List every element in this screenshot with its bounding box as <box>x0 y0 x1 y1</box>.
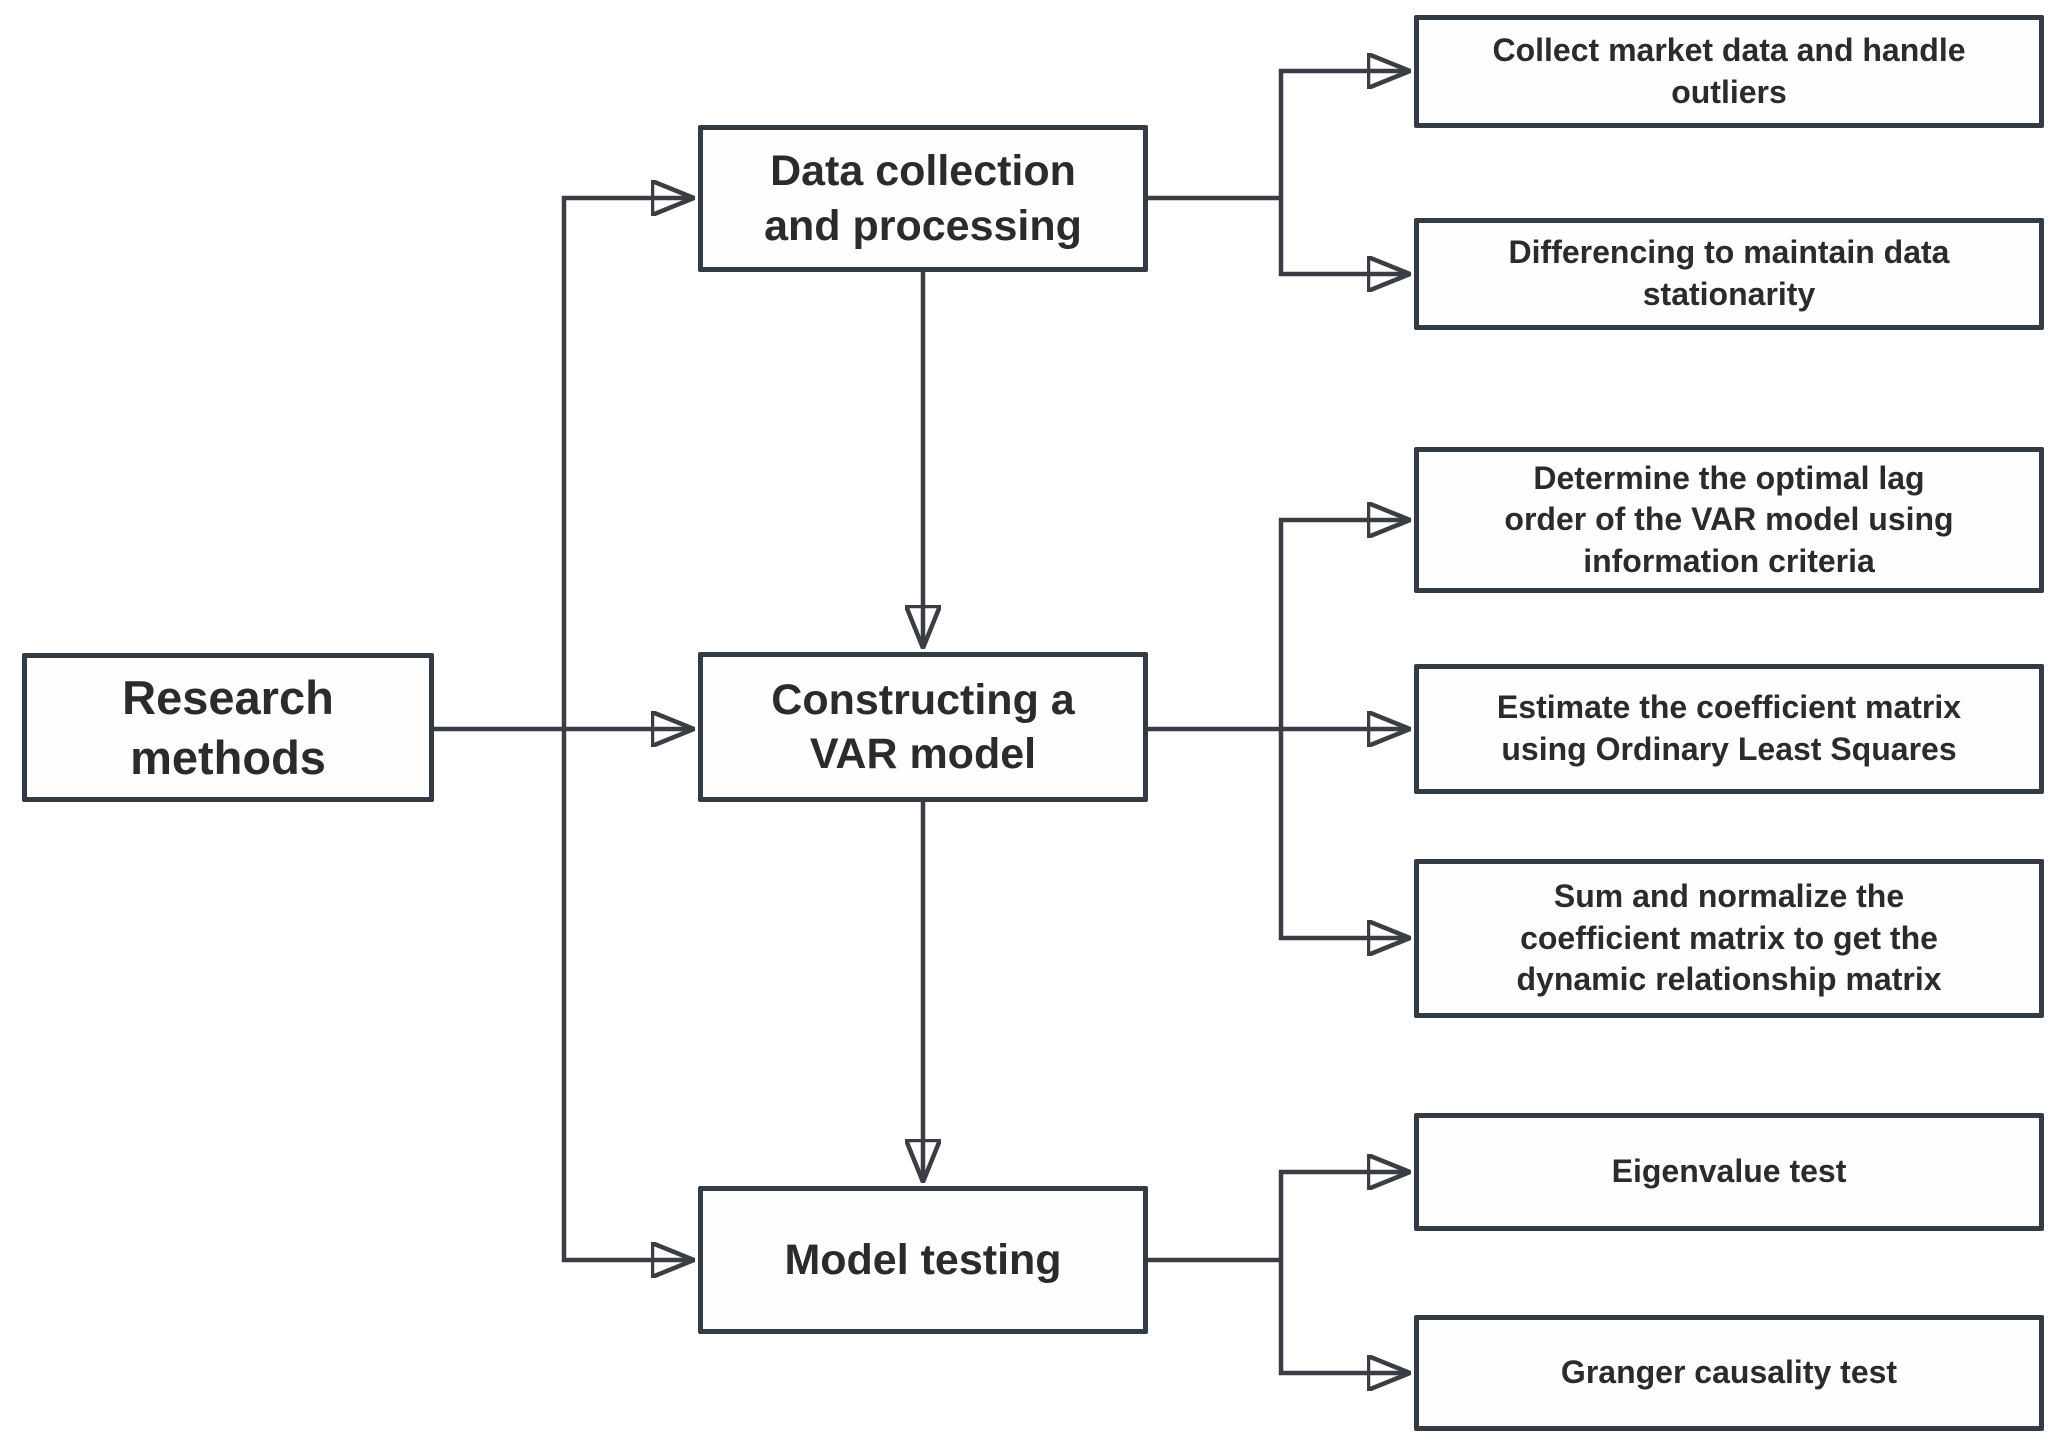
edge-to-collect-market-data <box>1278 71 1408 198</box>
node-estimate-coefficient-matrix: Estimate the coefficient matrix using Or… <box>1414 664 2044 794</box>
node-differencing-stationarity: Differencing to maintain data stationari… <box>1414 218 2044 330</box>
edge-to-eigenvalue-test <box>1278 1172 1408 1260</box>
node-eigenvalue-test: Eigenvalue test <box>1414 1113 2044 1231</box>
node-granger-causality-test: Granger causality test <box>1414 1315 2044 1431</box>
edge-to-sum-and-normalize <box>1278 729 1408 938</box>
node-research-methods: Research methods <box>22 653 434 802</box>
node-data-collection-and-processing: Data collection and processing <box>698 125 1148 272</box>
node-determine-optimal-lag-order: Determine the optimal lag order of the V… <box>1414 447 2044 593</box>
edge-trunk-down-to-model-testing <box>561 729 692 1260</box>
edge-trunk-up-to-data-collection <box>561 198 692 729</box>
edge-to-determine-lag-order <box>1278 520 1408 729</box>
edge-to-granger-test <box>1278 1260 1408 1373</box>
node-constructing-a-var-model: Constructing a VAR model <box>698 652 1148 802</box>
node-sum-and-normalize-matrix: Sum and normalize the coefficient matrix… <box>1414 859 2044 1018</box>
edge-to-differencing <box>1278 198 1408 274</box>
node-model-testing: Model testing <box>698 1186 1148 1334</box>
node-collect-market-data: Collect market data and handle outliers <box>1414 15 2044 128</box>
